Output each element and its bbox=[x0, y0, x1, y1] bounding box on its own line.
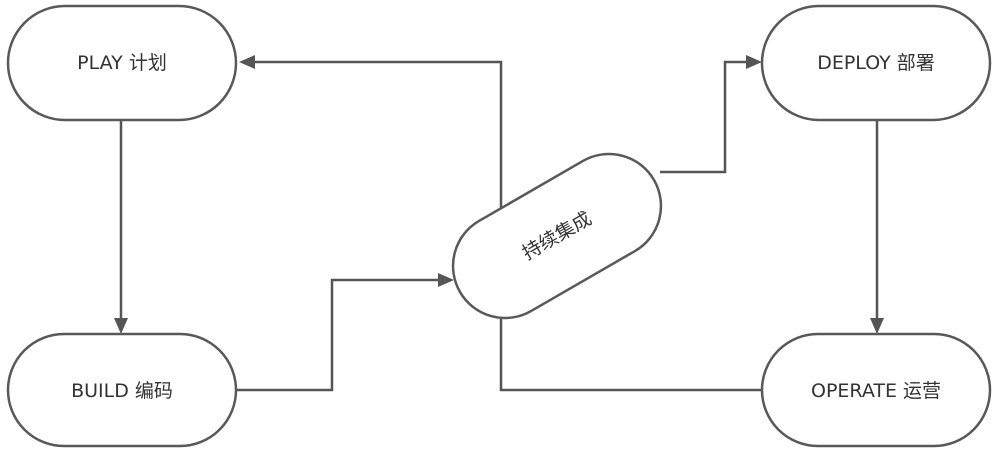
arrowhead-plan bbox=[239, 55, 255, 69]
edge-build-to-ci bbox=[236, 278, 440, 392]
node-build: BUILD 编码 bbox=[6, 332, 238, 448]
edge-ci-to-deploy bbox=[660, 60, 748, 174]
node-deploy-shape bbox=[760, 4, 992, 122]
arrowhead-ci bbox=[438, 273, 454, 287]
node-plan-label: PLAY 计划 bbox=[77, 52, 167, 74]
node-ci-shape bbox=[451, 152, 663, 320]
node-plan: PLAY 计划 bbox=[6, 4, 238, 122]
node-plan-shape bbox=[6, 4, 238, 122]
arrowhead-operate bbox=[870, 318, 884, 334]
node-operate-label: OPERATE 运营 bbox=[811, 380, 941, 402]
node-build-shape bbox=[6, 332, 238, 448]
node-build-label: BUILD 编码 bbox=[71, 380, 173, 402]
arrowhead-build bbox=[114, 318, 128, 334]
node-operate: OPERATE 运营 bbox=[760, 332, 992, 448]
node-deploy-label: DEPLOY 部署 bbox=[817, 52, 935, 74]
arrowhead-deploy bbox=[746, 55, 762, 69]
node-ci: 持续集成 bbox=[451, 152, 663, 320]
node-operate-shape bbox=[760, 332, 992, 448]
node-deploy: DEPLOY 部署 bbox=[760, 4, 992, 122]
